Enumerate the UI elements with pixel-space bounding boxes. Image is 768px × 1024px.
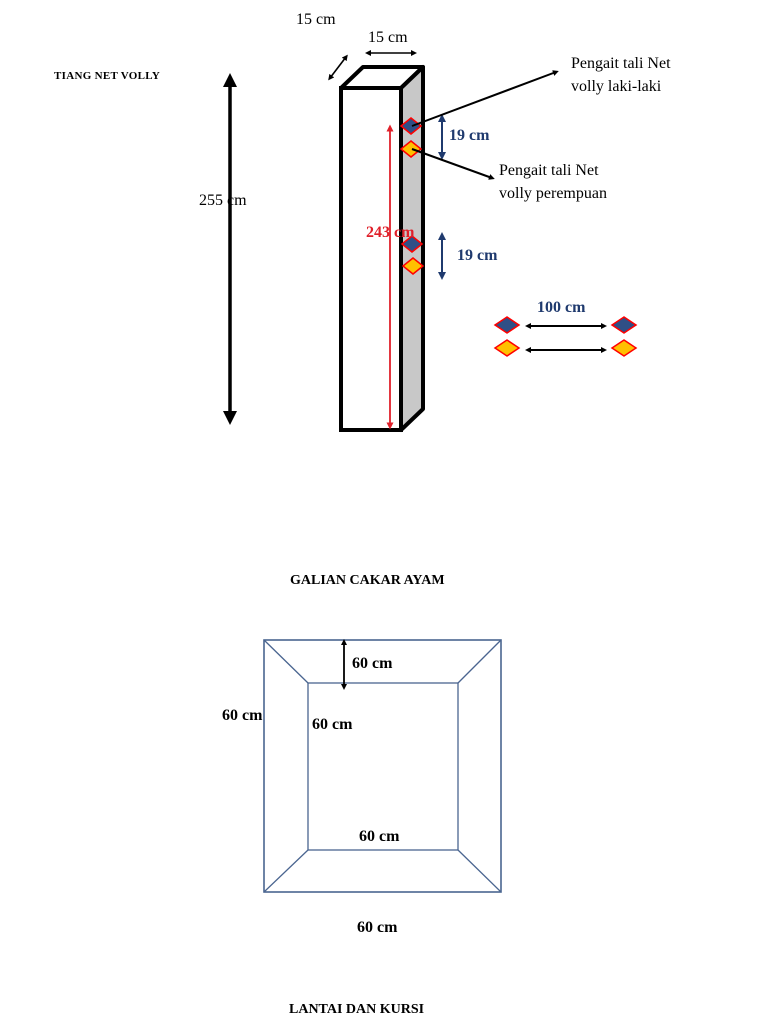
depth-arrow [328, 54, 348, 81]
galian-diagonal-tr [457, 639, 502, 684]
galian-left-inner-label: 60 cm [312, 716, 353, 733]
hook-women-upper [399, 140, 423, 158]
galian-left-outer-label: 60 cm [222, 707, 263, 724]
legend-hook-men-left [493, 316, 521, 334]
hook-men-lower [400, 235, 424, 253]
galian-diagonal-bl [263, 849, 309, 893]
hook-distance-label: 100 cm [537, 299, 586, 316]
depth-label: 15 cm [296, 11, 336, 28]
spacing-upper-label: 19 cm [449, 127, 490, 144]
width-label: 15 cm [368, 29, 408, 46]
hook-women-label-line1: Pengait tali Net [499, 162, 599, 179]
spacing-lower-label: 19 cm [457, 247, 498, 264]
galian-bottom-outer-label: 60 cm [357, 919, 398, 936]
galian-diagonal-br [457, 849, 502, 893]
hook-women-label-line2: volly perempuan [499, 185, 607, 202]
hook-men-label-line1: Pengait tali Net [571, 55, 671, 72]
galian-title: GALIAN CAKAR AYAM [290, 573, 445, 588]
pole-front-face [339, 86, 403, 432]
galian-bottom-inner-label: 60 cm [359, 828, 400, 845]
hook-men-label-line2: volly laki-laki [571, 78, 662, 95]
lantai-kursi-title: LANTAI DAN KURSI [289, 1002, 425, 1017]
hook-women-lower [401, 257, 425, 275]
tiang-net-title: TIANG NET VOLLY [54, 70, 161, 82]
legend-hook-women-left [493, 339, 521, 357]
callout-men-arrow [411, 70, 559, 127]
galian-outer-square [263, 639, 502, 893]
height-255-label: 255 cm [199, 192, 247, 209]
legend-hook-men-right [610, 316, 638, 334]
galian-inner-square [307, 682, 459, 851]
galian-diagonal-tl [263, 639, 309, 684]
callout-women-arrow [411, 148, 495, 180]
height-243-label: 243 cm [366, 224, 415, 241]
galian-top-depth-label: 60 cm [352, 655, 393, 672]
legend-hook-women-right [610, 339, 638, 357]
